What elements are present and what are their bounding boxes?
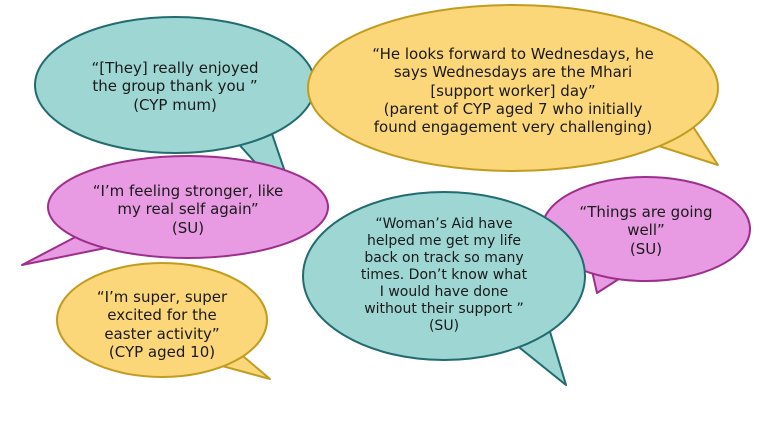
- quote-line: helped me get my life: [366, 233, 522, 250]
- speech-bubble-things-going-well: [541, 176, 751, 294]
- bubble-body-feeling-stronger: [47, 155, 329, 259]
- speech-bubble-easter-activity: [56, 262, 271, 380]
- quote-line: “[They] really enjoyed: [91, 59, 259, 77]
- speech-bubble-feeling-stronger: [21, 155, 329, 266]
- quote-line: “He looks forward to Wednesdays, he: [372, 45, 654, 63]
- quote-line: excited for the: [107, 306, 217, 325]
- quote-line: easter activity”: [104, 324, 220, 343]
- quote-line: I would have done: [379, 284, 509, 301]
- quote-line: “Woman’s Aid have: [375, 216, 513, 232]
- speech-bubble-wednesdays: [307, 4, 719, 172]
- bubble-body-wednesdays: [307, 4, 719, 172]
- quote-line: (SU): [428, 318, 460, 335]
- quote-line: the group thank you ”: [92, 77, 258, 96]
- quote-line: found engagement very challenging): [373, 118, 653, 137]
- bubble-body-easter-activity: [56, 262, 268, 378]
- quote-line: times. Don’t know what: [360, 267, 528, 284]
- quote-line: back on track so many: [364, 250, 524, 267]
- quote-line: (parent of CYP aged 7 who initially: [383, 99, 643, 118]
- quote-line: “Things are going: [579, 203, 713, 221]
- quote-line: without their support ”: [364, 301, 524, 318]
- quote-line: (CYP aged 10): [108, 342, 216, 361]
- quote-line: says Wednesdays are the Mhari: [393, 63, 633, 82]
- bubble-body-womens-aid: [302, 191, 586, 361]
- quote-line: “I’m super, super: [96, 288, 228, 306]
- quote-line: [support worker] day”: [430, 81, 596, 100]
- speech-bubble-womens-aid: [302, 191, 586, 386]
- quote-line: (SU): [629, 239, 663, 258]
- quote-line: “I’m feeling stronger, like: [92, 182, 284, 200]
- quote-line: well”: [627, 221, 665, 240]
- quote-line: (CYP mum): [133, 95, 217, 114]
- quote-line: my real self again”: [117, 200, 259, 219]
- quote-line: (SU): [171, 218, 205, 237]
